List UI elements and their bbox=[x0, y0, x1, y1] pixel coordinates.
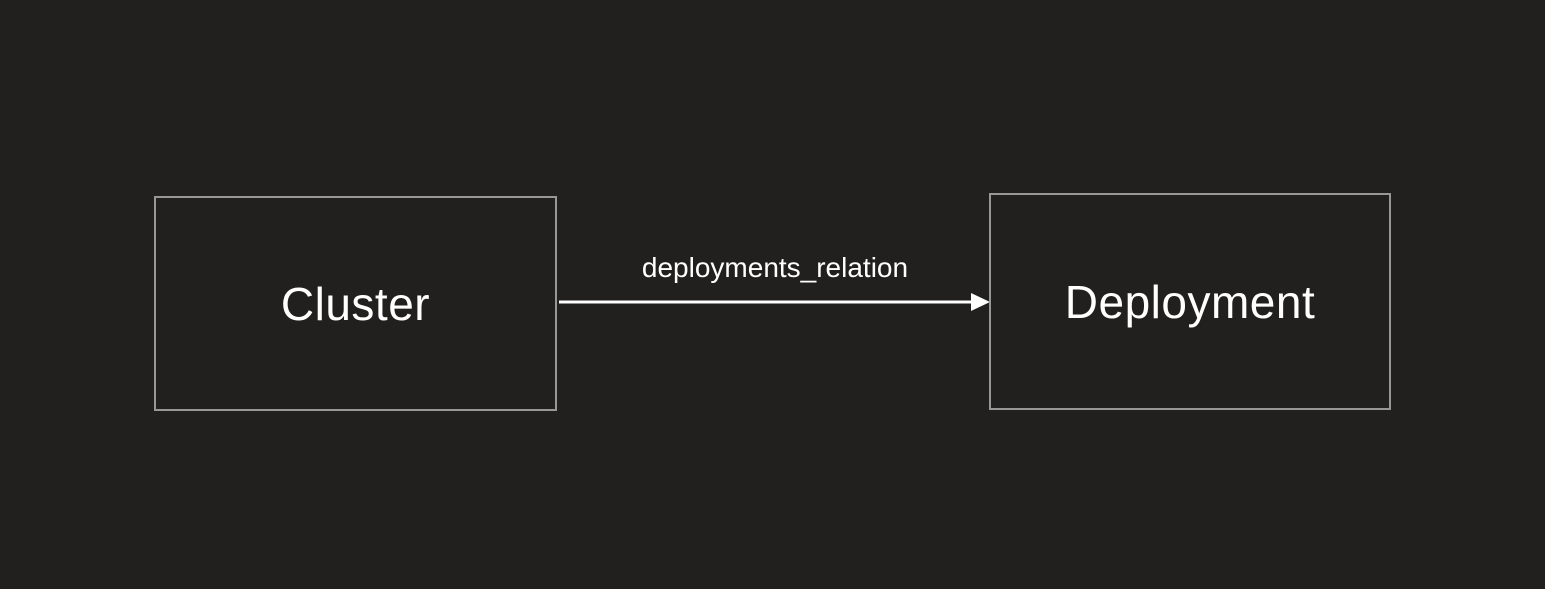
node-cluster[interactable]: Cluster bbox=[154, 196, 557, 411]
node-deployment-label: Deployment bbox=[1064, 275, 1316, 328]
edge-arrow bbox=[559, 293, 990, 311]
node-deployment[interactable]: Deployment bbox=[989, 193, 1391, 410]
edge-label: deployments_relation bbox=[641, 252, 909, 283]
edge-arrowhead-icon bbox=[971, 293, 990, 311]
node-cluster-label: Cluster bbox=[280, 277, 431, 330]
